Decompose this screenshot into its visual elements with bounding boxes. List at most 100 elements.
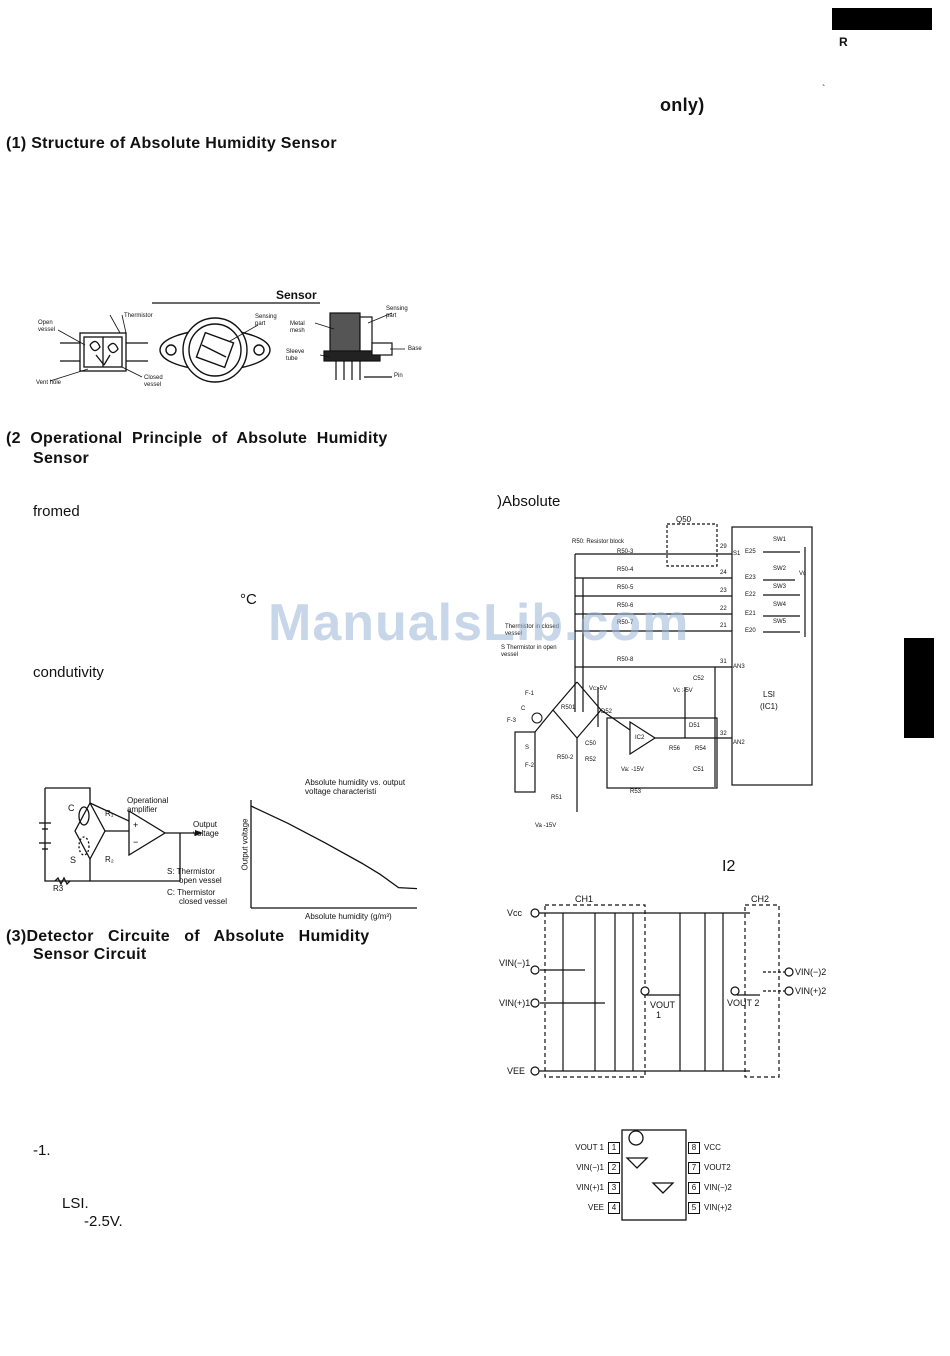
pin-num-2: 2 xyxy=(608,1162,620,1174)
pin-label-5: VIN(+)2 xyxy=(704,1203,732,1212)
label-r50-8: R50-8 xyxy=(617,657,634,663)
label-e23: E23 xyxy=(745,575,756,581)
section-1-title: (1) Structure of Absolute Humidity Senso… xyxy=(6,135,337,152)
label-closed-vessel: Closed vessel xyxy=(144,375,163,388)
label-sw4: SW4 xyxy=(773,602,787,608)
label-s-node: S xyxy=(525,745,530,751)
label-r50-4: R50-4 xyxy=(617,567,634,573)
label-s: S xyxy=(70,855,77,865)
label-pin29: 29 xyxy=(720,544,727,550)
pin-num-3: 3 xyxy=(608,1182,620,1194)
label-lsi: LSI xyxy=(763,690,776,699)
legend-s-line1: S: Thermistor xyxy=(167,867,215,876)
text-i2: I2 xyxy=(722,858,736,875)
label-d52: D52 xyxy=(601,709,613,715)
label-c: C xyxy=(68,803,75,813)
label-c50: C50 xyxy=(585,741,597,747)
watermark: ManualsLib.com xyxy=(268,594,690,652)
label-pin: Pin xyxy=(394,373,403,379)
section-2-title-line1: (2 Operational Principle of Absolute Hum… xyxy=(6,430,388,447)
label-vout1-num: 1 xyxy=(656,1010,662,1020)
chart-series-line-0 xyxy=(250,805,418,890)
sensor-title: Sensor xyxy=(276,288,317,302)
label-output-voltage: Output voltage xyxy=(193,820,219,838)
text-condutivity: condutivity xyxy=(33,664,104,681)
label-sw1: SW1 xyxy=(773,537,787,543)
header-black-bar xyxy=(832,8,932,30)
label-r1: R₁ xyxy=(105,809,114,818)
text-minus25: -2.5V. xyxy=(84,1213,123,1230)
label-r50-3: R50-3 xyxy=(617,549,634,555)
chart-xlabel: Absolute humidity (g/m³) xyxy=(305,912,392,921)
label-vee: VEE xyxy=(507,1066,526,1076)
legend-c-line2: closed vessel xyxy=(179,897,228,906)
humidity-chart: Absolute humidity vs. output voltage cha… xyxy=(235,778,425,926)
label-an2: AN2 xyxy=(733,740,745,746)
legend-s-line2: open vessel xyxy=(179,876,222,885)
chart-ylabel: Output voltage xyxy=(240,818,250,871)
pin-label-4: VEE xyxy=(587,1203,604,1212)
pin-label-6: VIN(−)2 xyxy=(704,1183,732,1192)
label-sw3: SW3 xyxy=(773,584,787,590)
chart-title: Absolute humidity vs. output voltage cha… xyxy=(305,778,406,796)
pin-label-2: VIN(−)1 xyxy=(576,1163,604,1172)
label-vc-5v-b: Vc :-5V xyxy=(673,688,693,694)
label-f1: F-1 xyxy=(525,691,534,697)
pin-num-5: 5 xyxy=(688,1202,700,1214)
text-fromed: fromed xyxy=(33,503,80,520)
label-q50: Q50 xyxy=(676,515,692,524)
label-opamp: Operational amplifier xyxy=(127,796,169,814)
label-vout1: VOUT xyxy=(650,1000,676,1010)
label-e20: E20 xyxy=(745,628,756,634)
label-sw5: SW5 xyxy=(773,619,787,625)
text-lsi: LSI. xyxy=(62,1195,89,1212)
pin-num-7: 7 xyxy=(688,1162,700,1174)
label-r3: R3 xyxy=(53,884,64,893)
ic-internal-circuit: CH1 CH2 Vcc VEE VIN(−)1 VIN(+)1 VOUT 1 V… xyxy=(499,895,845,1085)
text-minus1: -1. xyxy=(33,1142,51,1159)
label-vin-minus2: VIN(−)2 xyxy=(795,967,827,977)
label-va-15v-a: Va: -15V xyxy=(621,767,644,773)
pin-num-6: 6 xyxy=(688,1182,700,1194)
label-va-15v-b: Va -15V xyxy=(535,823,557,829)
label-r2: R₂ xyxy=(105,855,114,864)
label-sensing-part-top: Sensing part xyxy=(255,314,277,327)
label-r51: R51 xyxy=(551,795,563,801)
side-black-tab xyxy=(904,638,934,738)
pin-num-4: 4 xyxy=(608,1202,620,1214)
pin-num-8: 8 xyxy=(688,1142,700,1154)
detector-circuit: R50: Resistor block Q50 SW1 SW2 SW3 SW4 … xyxy=(495,512,825,837)
label-vc: Vc xyxy=(799,571,807,577)
label-pin22: 22 xyxy=(720,606,727,612)
legend-c-line1: C: Thermistor xyxy=(167,888,216,897)
corner-letter: R xyxy=(839,35,848,49)
label-e21: E21 xyxy=(745,611,756,617)
label-r50-2: R50-2 xyxy=(557,755,574,761)
svg-text:+: + xyxy=(133,820,138,830)
label-therm-closed: Thermistor in closed vessel xyxy=(505,624,560,637)
label-thermistor: Thermistor xyxy=(124,313,153,319)
label-d51: D51 xyxy=(689,723,701,729)
label-s1: S1 xyxy=(733,551,741,557)
label-open-vessel: Open vessel xyxy=(38,320,56,333)
label-vcc: Vcc xyxy=(507,908,523,918)
section-2-title-line2: Sensor xyxy=(33,450,90,467)
section-3-title-line1: (3)Detector Circuite of Absolute Humidit… xyxy=(6,928,370,945)
pin-label-3: VIN(+)1 xyxy=(576,1183,604,1192)
label-c52: C52 xyxy=(693,676,705,682)
label-r50-5: R50-5 xyxy=(617,585,634,591)
label-c-node: C xyxy=(521,706,526,712)
label-r50-7: R50-7 xyxy=(617,620,634,626)
label-therm-open: S Thermistor in open vessel xyxy=(501,645,557,658)
label-r56: R56 xyxy=(669,746,681,752)
label-r52: R52 xyxy=(585,757,597,763)
label-pin21: 21 xyxy=(720,623,727,629)
label-pin23: 23 xyxy=(720,588,727,594)
label-sw2: SW2 xyxy=(773,566,787,572)
pin-num-1: 1 xyxy=(608,1142,620,1154)
bridge-circuit-figure: + − C S R₁ R₂ R3 Operational amplifier O… xyxy=(35,783,235,913)
label-pin31: 31 xyxy=(720,659,727,665)
svg-text:−: − xyxy=(133,837,138,847)
label-metal-mesh: Metal mesh xyxy=(290,321,305,334)
pin-label-1: VOUT 1 xyxy=(575,1143,604,1152)
